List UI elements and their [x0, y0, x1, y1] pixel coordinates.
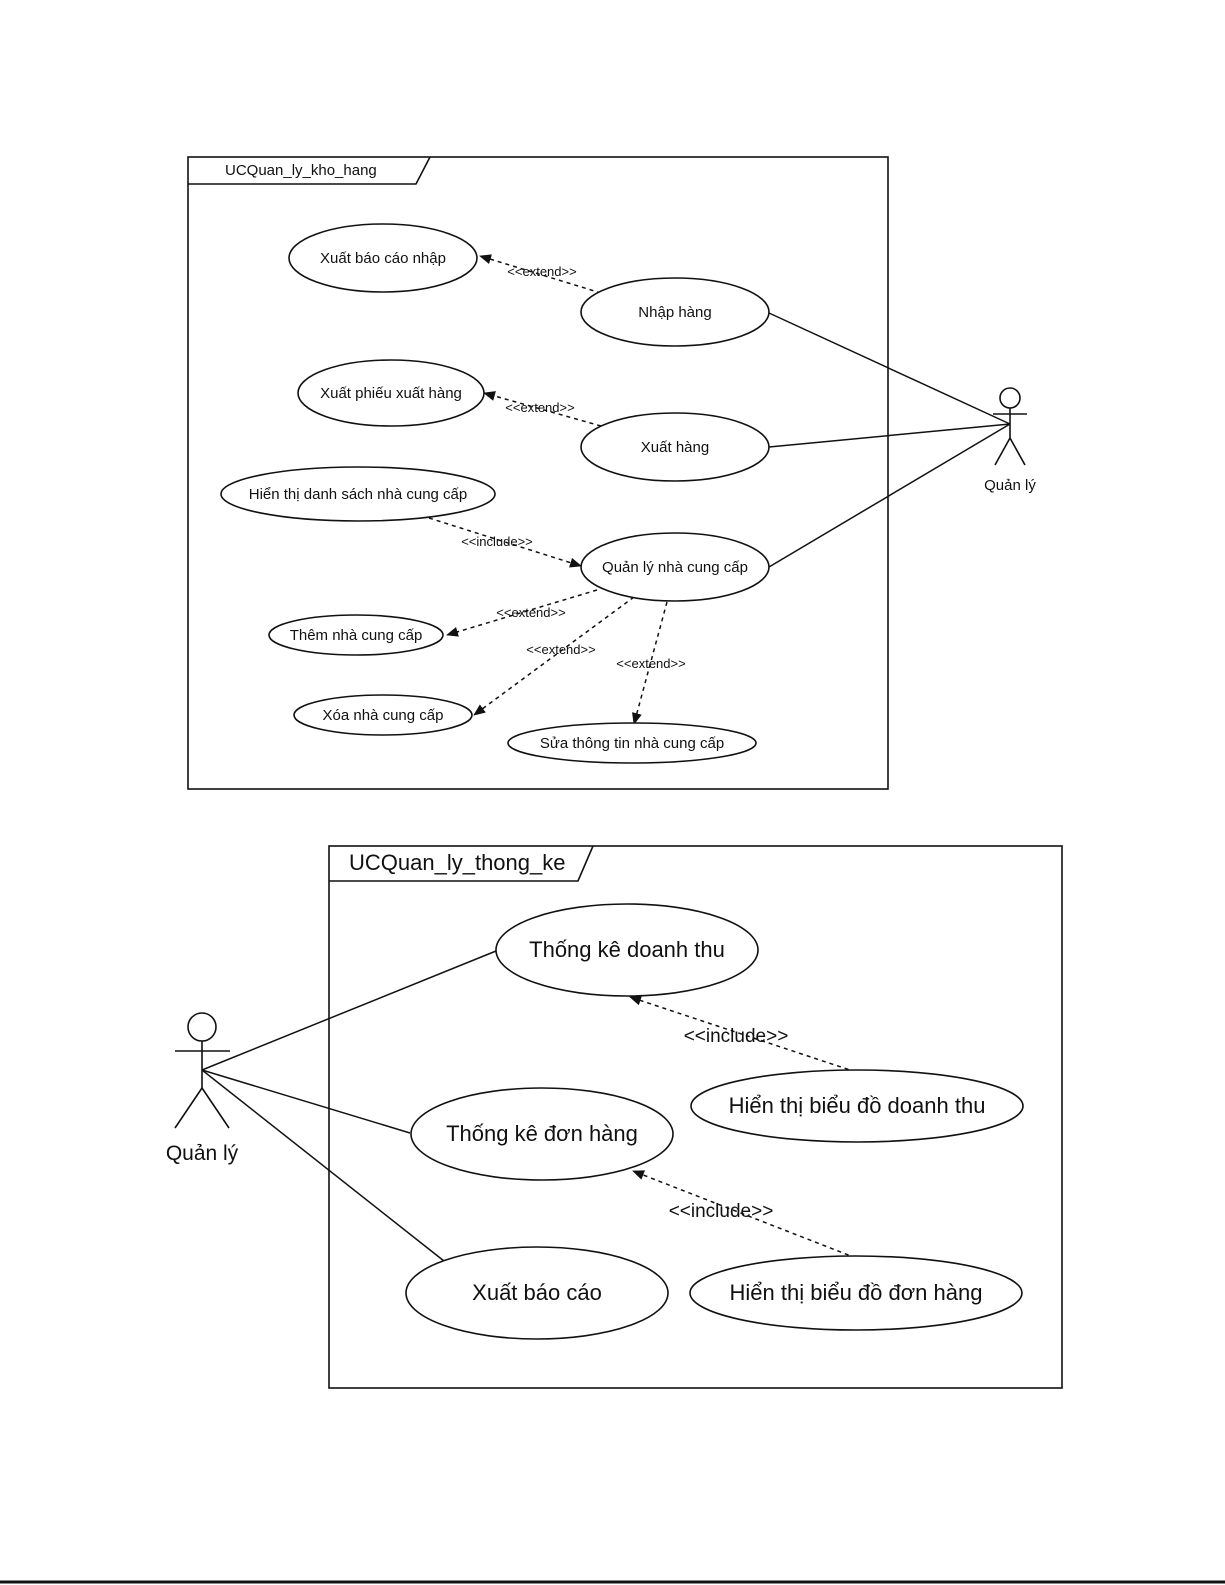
use-case-label: Sửa thông tin nhà cung cấp — [540, 735, 724, 752]
assoc-nhap-hang — [768, 312, 1011, 425]
use-case-label: Thêm nhà cung cấp — [290, 627, 423, 644]
extend-arrow-xoa — [473, 596, 635, 716]
use-case-label: Hiển thị biểu đồ đơn hàng — [730, 1280, 983, 1305]
use-case-hien-thi-ds-ncc[interactable]: Hiển thị danh sách nhà cung cấp — [220, 466, 496, 522]
frame-kho-hang-title: UCQuan_ly_kho_hang — [225, 162, 377, 179]
extend-arrow-sua — [632, 601, 668, 725]
actor-quan-ly[interactable]: Quản lý — [984, 387, 1036, 494]
include-label-don-hang: <<include>> — [669, 1201, 774, 1222]
frame-thong-ke — [328, 845, 1063, 1389]
use-case-label: Xuất hàng — [641, 439, 709, 456]
use-case-xuat-bao-cao[interactable]: Xuất báo cáo — [405, 1246, 669, 1340]
actor-head-icon — [187, 1012, 217, 1042]
use-case-quan-ly-ncc[interactable]: Quản lý nhà cung cấp — [580, 532, 770, 602]
extend-label-them: <<extend>> — [496, 605, 565, 620]
extend-label-xuat: <<extend>> — [505, 400, 574, 415]
include-arrow-ds — [428, 517, 582, 568]
assoc-tk-don-hang — [201, 1069, 411, 1134]
use-case-label: Hiển thị biểu đồ doanh thu — [729, 1093, 986, 1118]
use-case-xuat-hang[interactable]: Xuất hàng — [580, 412, 770, 482]
use-case-bd-don-hang[interactable]: Hiển thị biểu đồ đơn hàng — [689, 1255, 1023, 1331]
use-case-label: Xuất báo cáo — [472, 1280, 602, 1305]
extend-label-sua: <<extend>> — [616, 656, 685, 671]
actor-label: Quản lý — [166, 1142, 239, 1165]
use-case-label: Xuất phiếu xuất hàng — [320, 385, 462, 402]
use-case-label: Hiển thị danh sách nhà cung cấp — [249, 486, 468, 503]
use-case-label: Xuất báo cáo nhập — [320, 250, 446, 267]
frame-thong-ke-title: UCQuan_ly_thong_ke — [349, 850, 565, 875]
diagram-thong-ke: UCQuan_ly_thong_ke <<include>> <<include… — [166, 845, 1063, 1389]
frame-kho-hang — [187, 156, 889, 790]
actor-quan-ly-2[interactable]: Quản lý — [166, 1012, 239, 1165]
frame-kho-hang-tab — [188, 156, 431, 185]
assoc-quan-ly-ncc — [768, 423, 1011, 568]
use-case-tk-doanh-thu[interactable]: Thống kê doanh thu — [495, 903, 759, 997]
actor-label: Quản lý — [984, 477, 1036, 494]
assoc-tk-doanh-thu — [201, 950, 497, 1071]
use-case-nhap-hang[interactable]: Nhập hàng — [580, 277, 770, 347]
use-case-label: Xóa nhà cung cấp — [323, 707, 444, 724]
use-case-label: Quản lý nhà cung cấp — [602, 559, 748, 576]
diagram-kho-hang: UCQuan_ly_kho_hang <<extend>> <<extend>>… — [187, 156, 1036, 790]
use-case-tk-don-hang[interactable]: Thống kê đơn hàng — [410, 1087, 674, 1181]
use-case-sua-ncc[interactable]: Sửa thông tin nhà cung cấp — [507, 722, 757, 764]
use-case-xuat-bao-cao-nhap[interactable]: Xuất báo cáo nhập — [288, 223, 478, 293]
include-label-doanh-thu: <<include>> — [684, 1026, 789, 1047]
extend-arrow-them — [446, 589, 598, 637]
extend-arrow-nhap — [479, 254, 602, 294]
frame-thong-ke-tab — [329, 845, 594, 882]
extend-label-xoa: <<extend>> — [526, 642, 595, 657]
use-case-label: Nhập hàng — [638, 304, 711, 321]
extend-label-nhap: <<extend>> — [507, 264, 576, 279]
use-case-xuat-phieu-xuat-hang[interactable]: Xuất phiếu xuất hàng — [297, 359, 485, 427]
use-case-them-ncc[interactable]: Thêm nhà cung cấp — [268, 614, 444, 656]
actor-head-icon — [999, 387, 1021, 409]
use-case-label: Thống kê doanh thu — [529, 937, 725, 962]
use-case-label: Thống kê đơn hàng — [446, 1121, 638, 1146]
use-case-xoa-ncc[interactable]: Xóa nhà cung cấp — [293, 694, 473, 736]
use-case-bd-doanh-thu[interactable]: Hiển thị biểu đồ doanh thu — [690, 1069, 1024, 1143]
assoc-xuat-bao-cao — [201, 1069, 445, 1262]
assoc-xuat-hang — [768, 423, 1011, 448]
include-label-ds: <<include>> — [461, 534, 533, 549]
